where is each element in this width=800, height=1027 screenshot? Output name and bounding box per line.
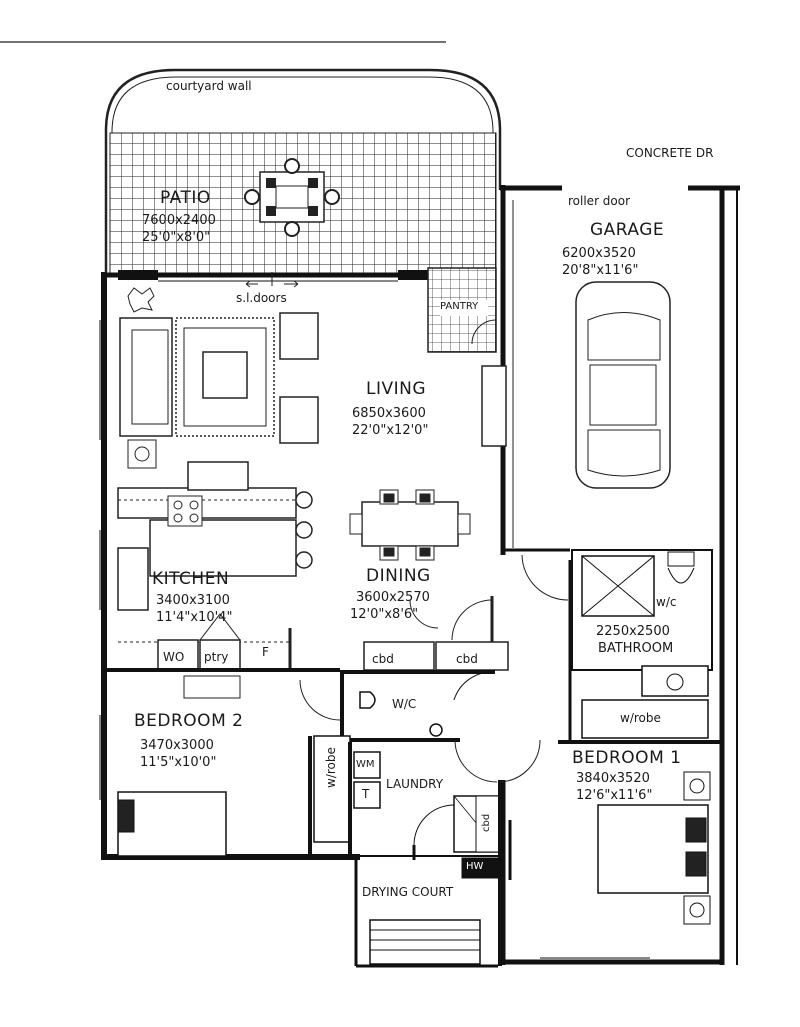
toilet-room (340, 670, 495, 742)
bathroom-wc-label: w/c (656, 595, 677, 609)
living-furniture (119, 312, 507, 469)
cbd-right-label: cbd (456, 652, 478, 666)
drying-court-structure (354, 780, 512, 968)
bedroom1-fixtures (540, 740, 724, 959)
bathroom-fixtures (568, 549, 713, 740)
courtyard-wall (104, 68, 502, 272)
bedroom2-metric: 3470x3000 (140, 738, 214, 753)
bedroom1-metric: 3840x3520 (576, 771, 650, 786)
hw-label: HW (466, 861, 484, 872)
wm-label: WM (356, 759, 375, 770)
dining-name: DINING (366, 566, 431, 586)
sliding-doors-label: s.l.doors (236, 291, 287, 305)
roller-door-label: roller door (568, 194, 631, 208)
pantry-label: PANTRY (440, 301, 479, 312)
garage-car (575, 281, 671, 489)
kitchen-metric: 3400x3100 (156, 593, 230, 608)
tub-label: T (362, 787, 370, 801)
dining-table (349, 489, 471, 561)
fridge-label: F (262, 645, 269, 659)
dining-imperial: 12'0"x8'6" (350, 607, 419, 622)
laundry-cbd-label: cbd (481, 813, 492, 832)
exterior-walls (99, 185, 740, 965)
plant-icon (127, 287, 155, 313)
patio-metric: 7600x2400 (142, 213, 216, 228)
garage-metric: 6200x3520 (562, 246, 636, 261)
patio-imperial: 25'0"x8'0" (142, 230, 211, 245)
bedroom2-fixtures (117, 735, 351, 860)
bedroom2-name: BEDROOM 2 (134, 711, 244, 731)
road-label: CONCRETE DR (626, 146, 714, 160)
laundry-fixtures (348, 742, 501, 860)
bedroom2-imperial: 11'5"x10'0" (140, 755, 217, 770)
laundry-name: LAUNDRY (386, 777, 444, 791)
patio-table (244, 158, 340, 237)
kitchen-name: KITCHEN (152, 569, 230, 589)
bedroom1-wrobe-label: w/robe (620, 711, 661, 725)
living-metric: 6850x3600 (352, 406, 426, 421)
bathroom-name: BATHROOM (598, 641, 674, 656)
cbd-left-label: cbd (372, 652, 394, 666)
courtyard-wall-label: courtyard wall (166, 79, 252, 93)
bedroom1-imperial: 12'6"x11'6" (576, 788, 653, 803)
kitchen-fixtures (117, 461, 313, 671)
living-name: LIVING (366, 379, 427, 399)
bathroom-metric: 2250x2500 (596, 624, 670, 639)
wc-label: W/C (392, 697, 417, 711)
bedroom1-name: BEDROOM 1 (572, 748, 682, 768)
ptry-label: ptry (204, 650, 229, 664)
kitchen-imperial: 11'4"x10'4" (156, 610, 233, 625)
living-imperial: 22'0"x12'0" (352, 423, 429, 438)
cupboards (363, 596, 509, 671)
garage-imperial: 20'8"x11'6" (562, 263, 639, 278)
bedroom2-wrobe-label: w/robe (324, 747, 338, 788)
drying-court-name: DRYING COURT (362, 885, 454, 899)
sliding-door-arrows (245, 272, 299, 288)
dining-metric: 3600x2570 (356, 590, 430, 605)
wo-label: WO (163, 650, 185, 664)
patio-name: PATIO (160, 188, 211, 208)
garage-name: GARAGE (590, 220, 665, 240)
